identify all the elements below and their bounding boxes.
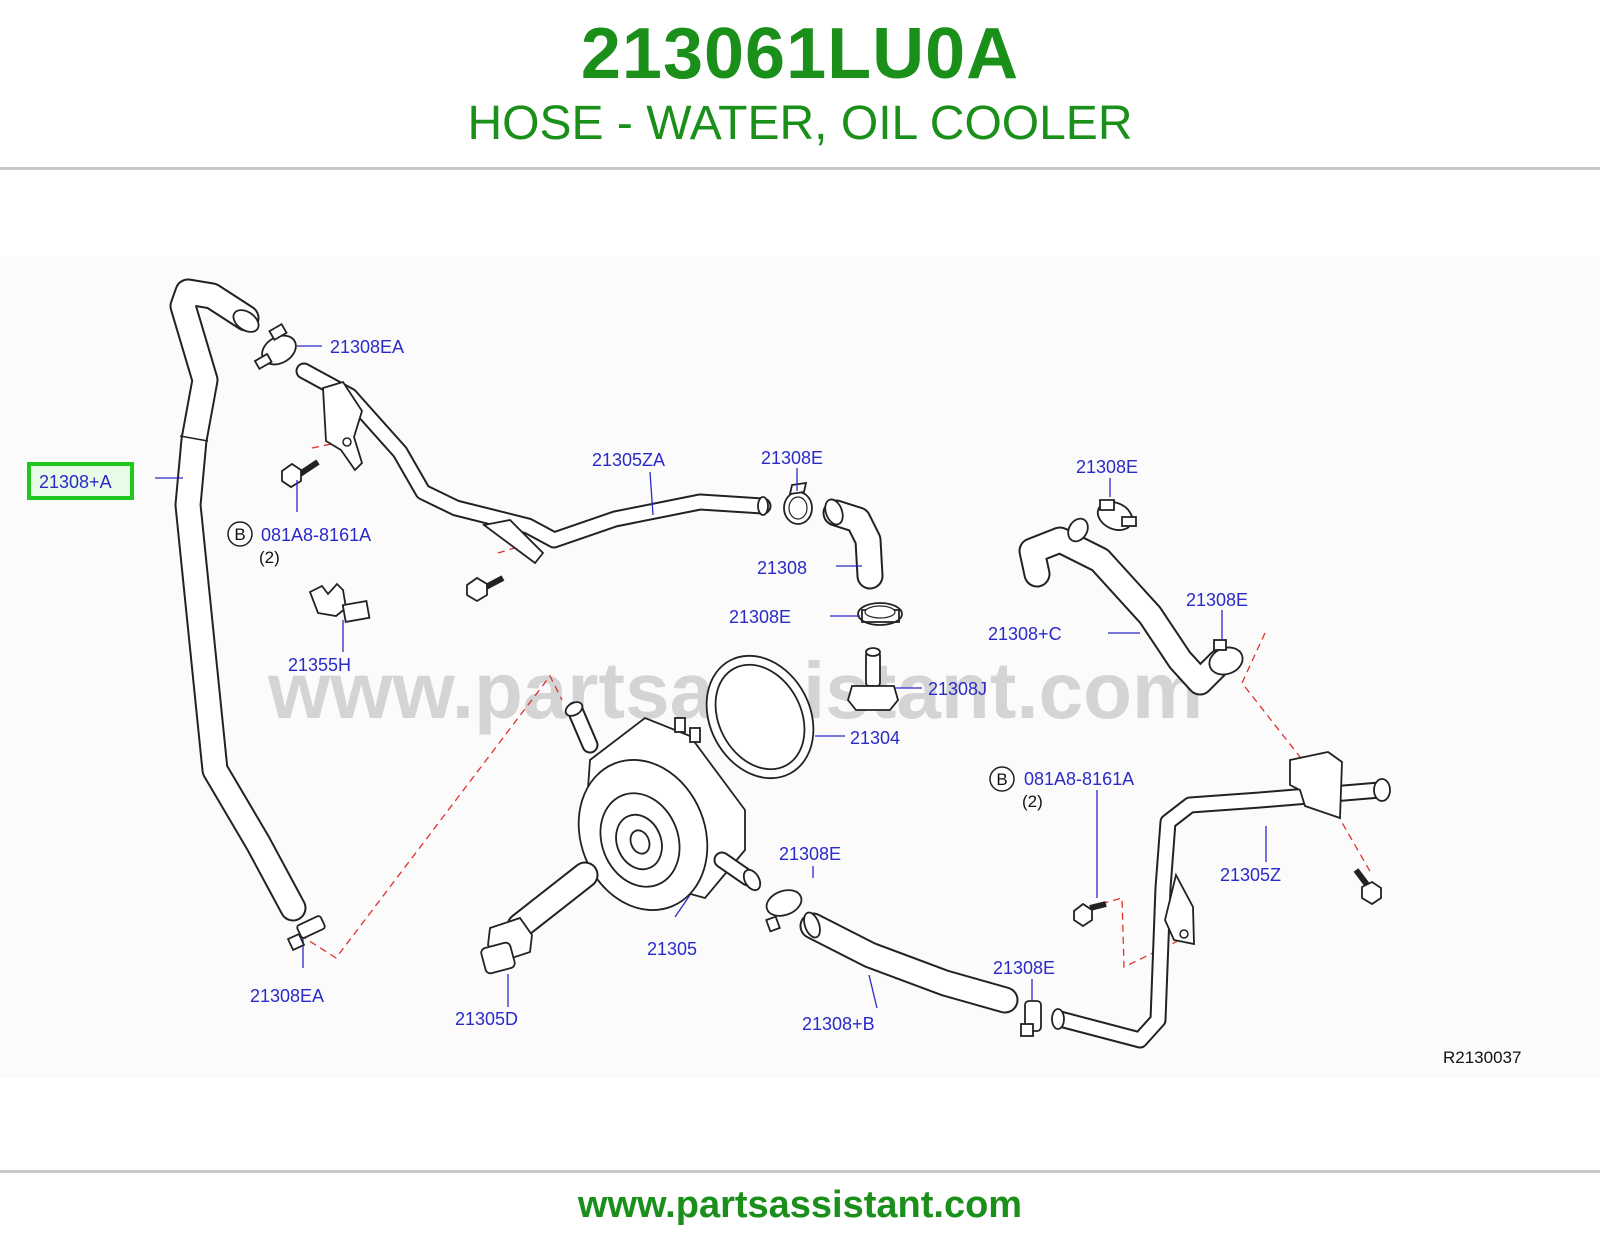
fitting-21308j	[847, 647, 899, 711]
callout-21308ea-bottom[interactable]: 21308EA	[250, 986, 324, 1006]
parts-diagram: www.partsassistant.com	[0, 256, 1600, 1078]
callout-21305z[interactable]: 21305Z	[1220, 865, 1281, 885]
diagram-ref-code: R2130037	[1443, 1048, 1521, 1067]
bottom-divider	[0, 1170, 1600, 1173]
clamp-21308ea-bottom	[286, 915, 326, 952]
callout-21305[interactable]: 21305	[647, 939, 697, 959]
b-symbol-left: B	[227, 521, 253, 547]
callout-081a8-right[interactable]: 081A8-8161A	[1024, 769, 1134, 789]
clamp-21308e-lower	[765, 889, 803, 933]
clamp-21308e-right-top	[1096, 499, 1137, 531]
callout-21308e-right-top[interactable]: 21308E	[1076, 457, 1138, 477]
footer-url[interactable]: www.partsassistant.com	[577, 1184, 1023, 1226]
callout-21355h[interactable]: 21355H	[288, 655, 351, 675]
callout-21308-a[interactable]: 21308+A	[39, 472, 112, 492]
svg-text:B: B	[234, 525, 245, 544]
callout-21308e-top[interactable]: 21308E	[761, 448, 823, 468]
clamp-21308e-bottom	[1020, 1000, 1042, 1037]
callout-qty-right: (2)	[1022, 792, 1043, 811]
callout-081a8-left[interactable]: 081A8-8161A	[261, 525, 371, 545]
hose-21308-a	[169, 278, 307, 922]
bolt-lower	[466, 575, 505, 603]
bolt-upper	[281, 459, 320, 489]
callout-labels: 21308EA 21308+A 081A8-8161A (2) 21355H 2…	[39, 337, 1281, 1034]
gasket-21304	[705, 654, 815, 780]
callout-21308e-lower[interactable]: 21308E	[779, 844, 841, 864]
callout-21308e-mid[interactable]: 21308E	[729, 607, 791, 627]
part-description: HOSE - WATER, OIL COOLER	[467, 97, 1133, 150]
bolt-far-right	[1353, 868, 1382, 906]
callout-21308e-bottom[interactable]: 21308E	[993, 958, 1055, 978]
callout-21304[interactable]: 21304	[850, 728, 900, 748]
hose-21308-c	[1018, 517, 1234, 696]
highlight-box	[27, 462, 134, 500]
svg-text:B: B	[996, 770, 1007, 789]
clamp-21308e-mid	[857, 602, 903, 626]
pipe-21305za	[295, 362, 772, 565]
page-header: 213061LU0A HOSE - WATER, OIL COOLER	[0, 0, 1600, 168]
top-divider	[0, 167, 1600, 170]
callout-21308[interactable]: 21308	[757, 558, 807, 578]
b-symbol-right: B	[989, 766, 1015, 792]
clamp-21308e-right	[1208, 639, 1244, 676]
clamp-21308e-top	[783, 481, 813, 525]
clip-21355h	[308, 582, 371, 623]
hose-21308-b	[799, 911, 1019, 1014]
part-number-title: 213061LU0A	[580, 14, 1020, 94]
callout-21308ea-top[interactable]: 21308EA	[330, 337, 404, 357]
tube-21305d	[480, 861, 599, 975]
pipe-21305z	[1051, 751, 1391, 1049]
callout-21308j[interactable]: 21308J	[928, 679, 987, 699]
callout-21308e-right[interactable]: 21308E	[1186, 590, 1248, 610]
oil-cooler-21305	[564, 701, 762, 911]
callout-21305za[interactable]: 21305ZA	[592, 450, 665, 470]
hose-21308	[822, 498, 884, 590]
parts-diagram-svg: www.partsassistant.com	[27, 278, 1521, 1067]
callout-21305d[interactable]: 21305D	[455, 1009, 518, 1029]
clamp-21308ea-top	[253, 322, 297, 371]
callout-21308-b[interactable]: 21308+B	[802, 1014, 875, 1034]
callout-21308-c[interactable]: 21308+C	[988, 624, 1062, 644]
callout-qty-left: (2)	[259, 548, 280, 567]
bolt-right	[1073, 901, 1107, 928]
